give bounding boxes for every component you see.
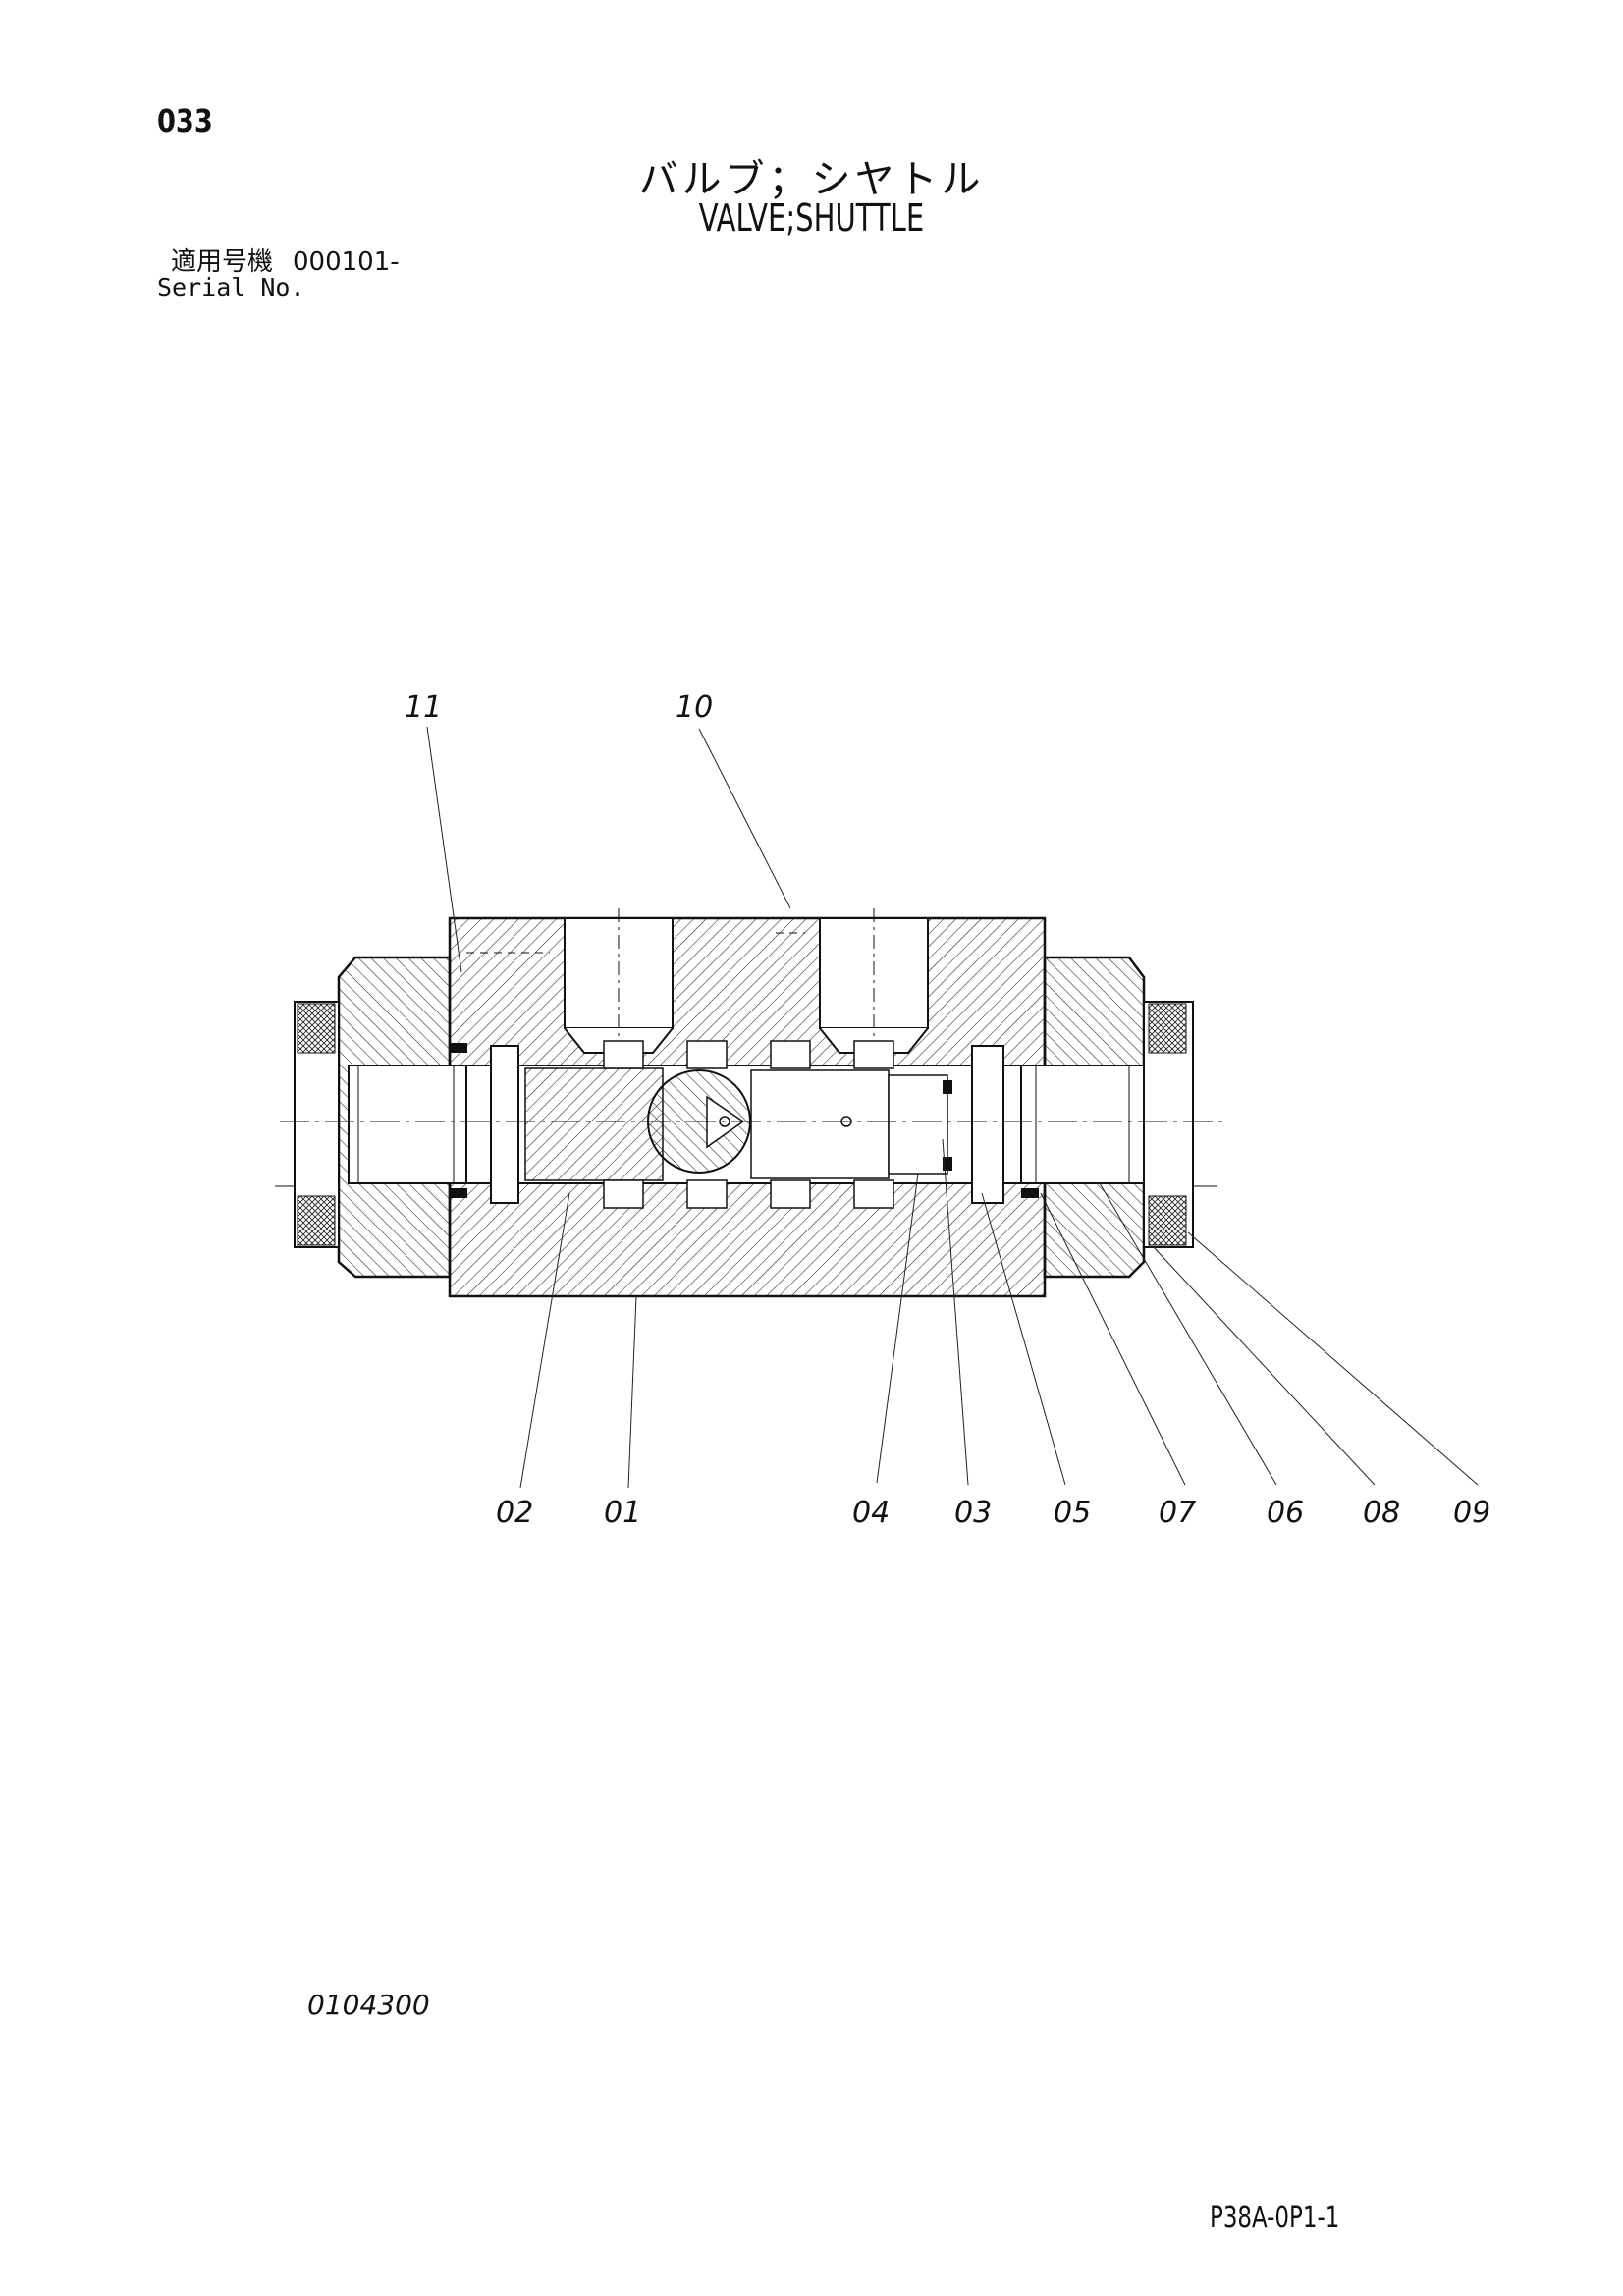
callout-label: 06: [1267, 1496, 1304, 1530]
callout-label: 01: [604, 1496, 641, 1530]
callout-label: 03: [954, 1496, 992, 1530]
callout-label: 09: [1453, 1496, 1490, 1530]
callout-label: 08: [1363, 1496, 1400, 1530]
page-number: 033: [157, 102, 213, 139]
callout-label: 11: [405, 690, 442, 725]
spool-and-bore: [275, 1040, 1222, 1209]
serial-label-japanese: 適用号機: [171, 247, 274, 277]
callout-label: 04: [852, 1496, 890, 1530]
callout-label: 07: [1159, 1496, 1196, 1530]
callout-label: 10: [676, 690, 713, 725]
drawing-id: 0104300: [307, 1989, 430, 2021]
callout-label: 05: [1054, 1496, 1091, 1530]
serial-label-english: Serial No.: [157, 273, 305, 301]
callout-leaders: [426, 726, 1479, 1489]
serial-number-value: 000101-: [293, 247, 400, 277]
document-code: P38A-0P1-1: [1210, 2201, 1340, 2235]
end-caps: [294, 956, 1194, 1279]
callout-labels: 11 10 02 01 04 03 05 07 06 08 09: [405, 690, 1490, 1530]
title-japanese: バルブ；シヤトル: [638, 157, 985, 202]
callout-label: 02: [496, 1496, 533, 1530]
serial-block: 適用号機 000101- Serial No.: [157, 249, 400, 301]
title-english: VALVE;SHUTTLE: [698, 196, 925, 240]
